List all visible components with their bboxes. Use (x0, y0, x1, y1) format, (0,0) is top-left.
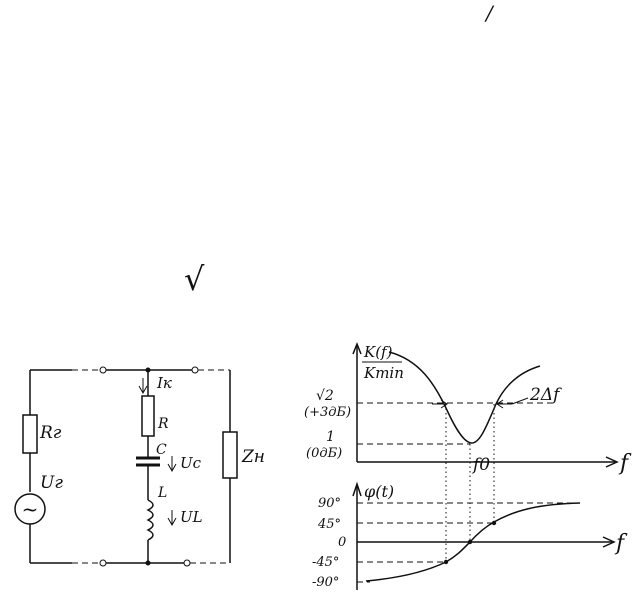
tick-0: 0 (338, 535, 346, 550)
tick-45: 45° (317, 517, 341, 532)
capacitor-voltage-arrow (167, 456, 177, 473)
magnitude-x-label: f (618, 451, 632, 476)
magnitude-curve (388, 351, 541, 444)
series-resistor (141, 395, 155, 437)
phase-point-zero (467, 539, 473, 545)
bandwidth-label: 2Δf (529, 385, 562, 405)
tick-sqrt2: √2 (316, 388, 334, 404)
source-sine-symbol: ~ (22, 497, 39, 521)
magnitude-plot: f K(f) Kmin √2 (+3дБ) 1 (0дБ) 2Δf f0 (304, 341, 632, 476)
source-resistor-label: Rг (39, 423, 62, 443)
inductor-coil (146, 499, 154, 541)
phase-ylabel: φ(t) (364, 482, 394, 501)
inductor-voltage-label: UL (180, 508, 203, 526)
tick-one-db: (0дБ) (306, 446, 342, 461)
terminal-bottom-right (183, 559, 191, 567)
load-impedance (222, 431, 238, 479)
terminal-top-right (191, 366, 199, 374)
f0-label: f0 (471, 455, 490, 475)
phase-y-arrow (352, 481, 362, 497)
magnitude-ylabel-bottom: Kmin (363, 364, 404, 382)
tick-90: 90° (318, 496, 341, 511)
bandwidth-arrow-left (432, 399, 448, 409)
capacitor-voltage-label: Uc (180, 454, 202, 472)
phase-x-label: f (614, 531, 628, 556)
resistor-label: R (157, 416, 169, 432)
tick-minus-90: -90° (312, 575, 339, 590)
terminal-bottom-left (99, 559, 107, 567)
bandwidth-leader (511, 397, 529, 405)
magnitude-x-arrow (605, 456, 619, 468)
inductor-label: L (157, 485, 167, 501)
inductor-voltage-arrow (167, 510, 177, 527)
top-slash-mark: / (484, 1, 495, 25)
circuit-diagram: ~ Rг Uг Iк R C Uc L UL Zн (14, 366, 265, 567)
phase-point-minus-45 (443, 559, 449, 565)
current-arrow (138, 378, 148, 395)
source-resistor (22, 414, 38, 454)
magnitude-y-arrow (352, 341, 362, 355)
tick-minus-45: -45° (312, 555, 339, 570)
tick-sqrt2-db: (+3дБ) (304, 405, 351, 420)
phase-x-arrow (602, 536, 616, 548)
terminal-top-left (99, 366, 107, 374)
source-voltage-label: Uг (40, 473, 63, 493)
tick-one: 1 (326, 429, 335, 445)
bandwidth-arrow-right (496, 399, 512, 409)
phase-point-45 (491, 520, 497, 526)
current-label: Iк (156, 374, 172, 392)
radical-mark: √ (184, 260, 205, 298)
magnitude-ylabel-top: K(f) (363, 343, 393, 361)
capacitor-label: C (156, 442, 167, 458)
load-label: Zн (241, 447, 265, 467)
